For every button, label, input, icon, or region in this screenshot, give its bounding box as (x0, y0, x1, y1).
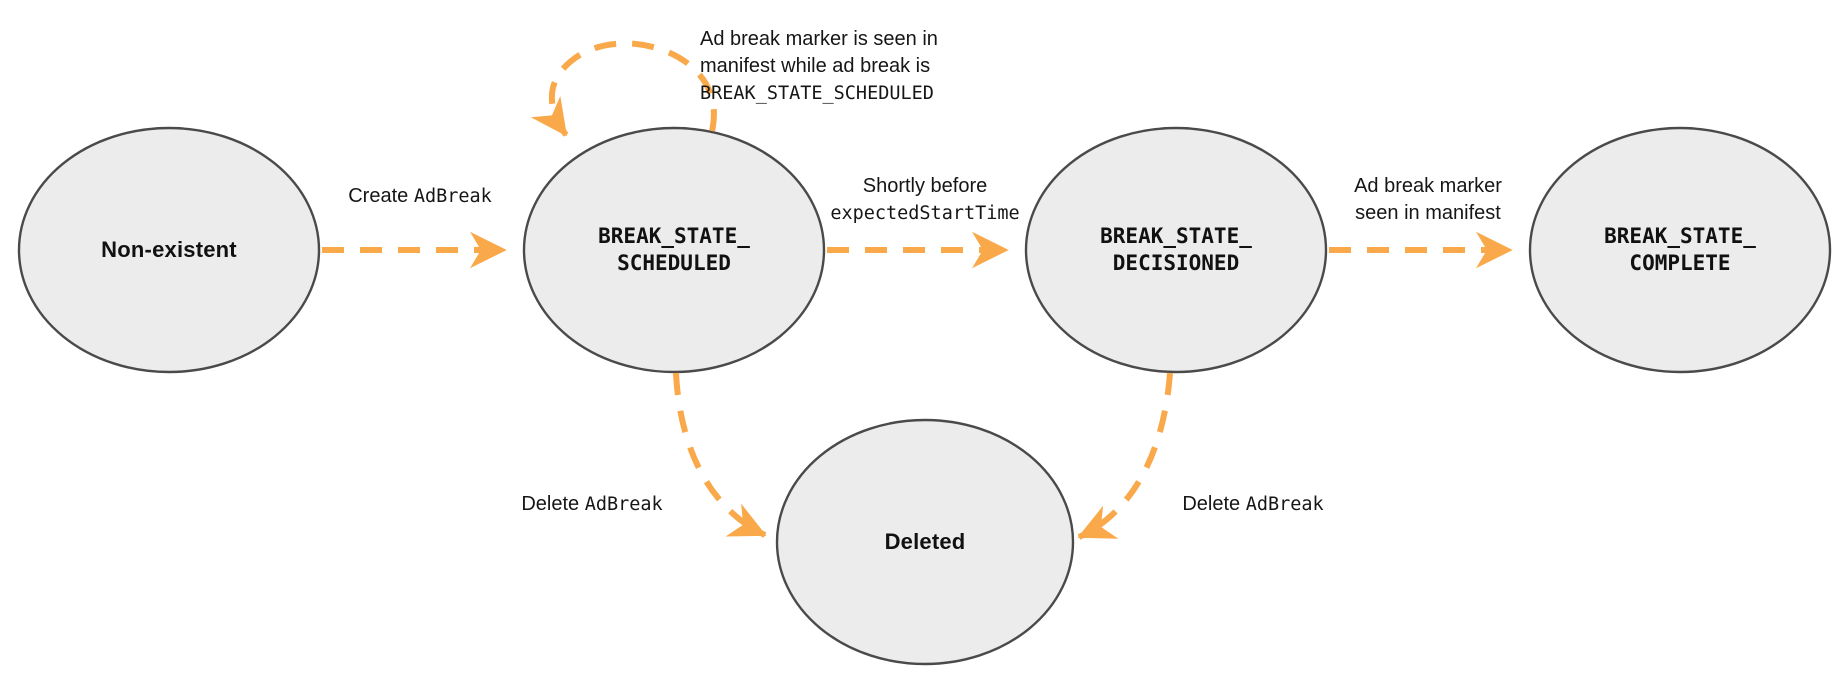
node-break-state-complete[interactable] (1528, 126, 1832, 374)
node-deleted[interactable] (775, 418, 1075, 666)
edge-ad-break-marker-seen-scheduled-self-loop[interactable] (530, 40, 717, 137)
node-break-state-decisioned[interactable] (1024, 126, 1328, 374)
node-non-existent[interactable] (17, 126, 321, 374)
edge-delete-adbreak-from-decisioned[interactable] (1077, 372, 1173, 540)
edge-delete-adbreak-from-scheduled[interactable] (673, 372, 767, 538)
node-break-state-scheduled[interactable] (522, 126, 826, 374)
